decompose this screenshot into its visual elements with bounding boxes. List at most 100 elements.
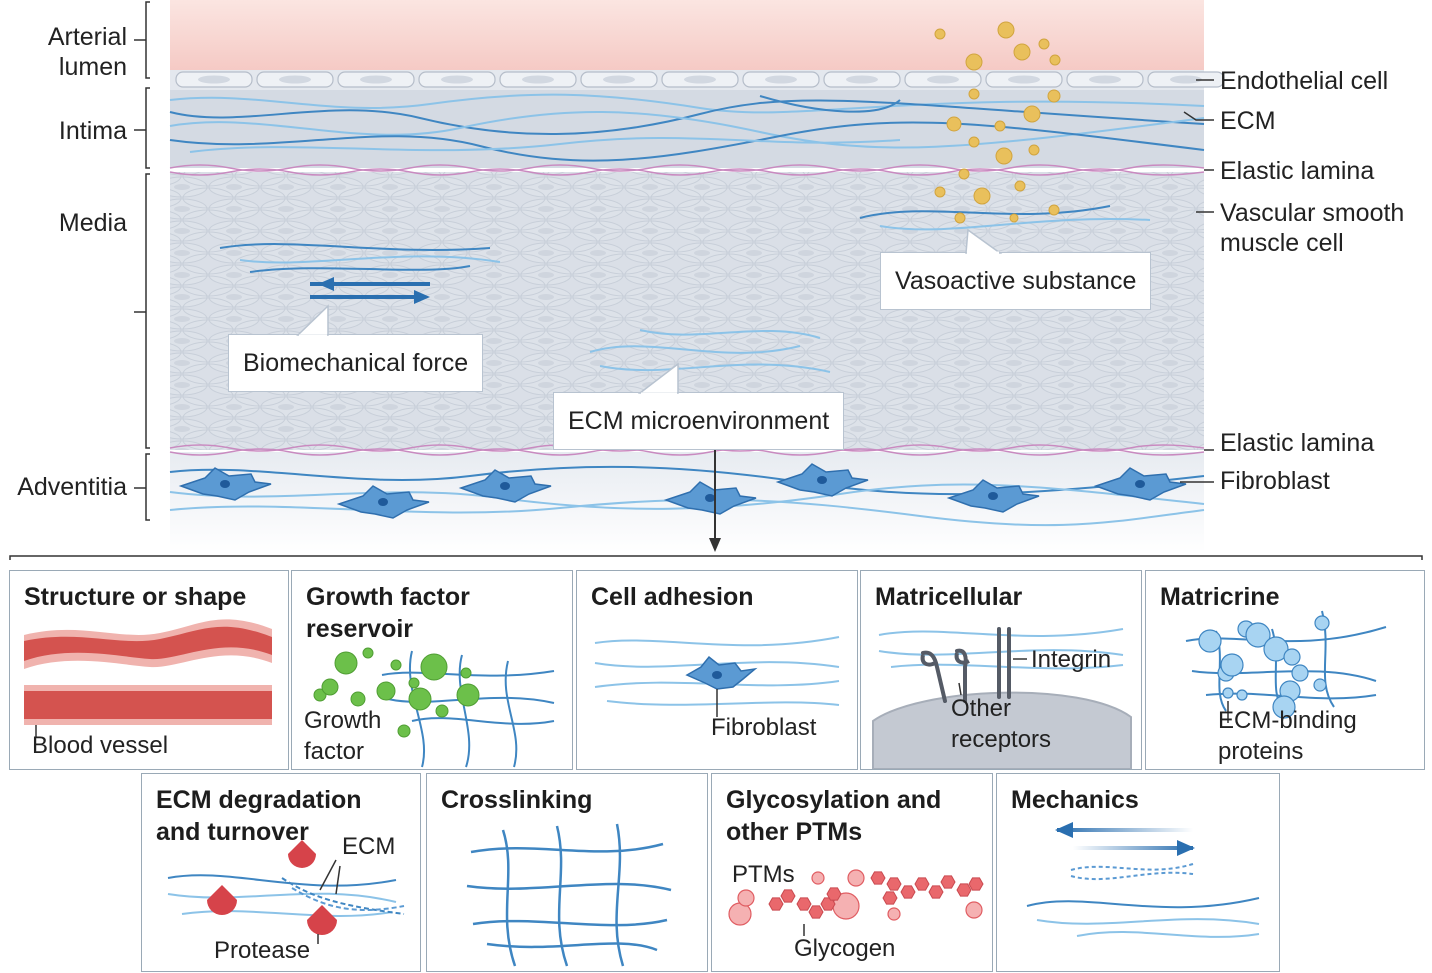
growth-factor-particle — [420, 653, 448, 681]
ptm-dot — [887, 907, 901, 921]
growth-factor-particle — [456, 683, 480, 707]
growth-factor-particle — [408, 687, 432, 711]
panel-crosslinking: Crosslinking — [426, 773, 708, 972]
growth-factor-particle — [408, 677, 420, 689]
label-adventitia: Adventitia — [17, 473, 127, 501]
callout-biomechanical-force: Biomechanical force — [228, 334, 484, 392]
callout-vasoactive-substance: Vasoactive substance — [880, 252, 1152, 310]
glycogen-unit — [900, 885, 916, 899]
vasoactive-particle — [946, 116, 962, 132]
label-ptms: PTMs — [732, 861, 795, 888]
layer-brackets — [134, 1, 150, 521]
glycogen-unit — [780, 889, 796, 903]
glycogen-unit — [914, 877, 930, 891]
growth-factor-particle — [334, 651, 358, 675]
panel-matricellular: Matricellular Integrin Other receptors — [860, 570, 1142, 770]
mechanics-illustration — [1026, 822, 1260, 938]
matricellular-illustration — [872, 627, 1132, 769]
structure-illustration — [24, 619, 272, 737]
growth-factor-particle — [362, 647, 374, 659]
vasoactive-particle — [965, 53, 983, 71]
ecm-down-arrow — [709, 444, 721, 552]
ecm-binding-protein — [1245, 622, 1271, 648]
vasoactive-particle — [1023, 105, 1041, 123]
vasoactive-particle — [973, 187, 991, 205]
vasoactive-particles — [934, 21, 1061, 224]
glycosylation-illustration — [728, 869, 984, 936]
label-elastic-lamina-bottom: Elastic lamina — [1220, 429, 1375, 457]
panel-glycosylation: Glycosylation and other PTMs PTMs Glycog… — [711, 773, 993, 972]
panel-matricrine: Matricrine ECM-binding proteins — [1145, 570, 1425, 770]
vasoactive-particle — [954, 212, 966, 224]
panel-title: Cell adhesion — [591, 583, 754, 611]
glycogen-unit — [768, 897, 784, 911]
label-elastic-lamina-top: Elastic lamina — [1220, 157, 1375, 185]
vasoactive-particle — [968, 88, 980, 100]
vasoactive-particle — [1013, 43, 1031, 61]
panel-title: Mechanics — [1011, 786, 1139, 814]
ecm-binding-protein — [1236, 689, 1248, 701]
intima-ecm-fibers — [169, 93, 1205, 162]
endothelial-cells — [175, 71, 1225, 88]
vessel-wall-illustration — [9, 0, 1423, 560]
growth-factor-particle — [390, 659, 402, 671]
ecm-binding-protein — [1222, 687, 1234, 699]
vasoactive-particle — [1009, 213, 1019, 223]
vasoactive-particle — [1048, 204, 1060, 216]
vasoactive-particle — [1049, 54, 1061, 66]
adventitia-fibroblasts — [178, 463, 1187, 519]
glycogen-unit — [928, 885, 944, 899]
label-ecm: ECM — [1220, 107, 1276, 135]
growth-factor-particle — [397, 724, 411, 738]
matricrine-illustration — [1185, 610, 1387, 723]
label-intima: Intima — [58, 117, 127, 145]
label-endothelial-cell: Endothelial cell — [1220, 67, 1389, 95]
callout-ecm-microenvironment: ECM microenvironment — [553, 392, 845, 450]
media-ecm-fibers — [219, 205, 1151, 373]
vasoactive-particle — [934, 186, 946, 198]
panel-title: Matricellular — [875, 583, 1023, 611]
panels-bracket — [9, 555, 1423, 560]
elastic-lamina-top — [169, 164, 1205, 176]
label-integrin: Integrin — [1031, 646, 1112, 673]
ecm-degradation-illustration — [167, 840, 405, 944]
growth-factor-particle — [321, 678, 339, 696]
vasoactive-particle — [995, 147, 1013, 165]
growth-factor-particle — [313, 688, 327, 702]
ecm-binding-protein — [1220, 653, 1244, 677]
panel-title: Crosslinking — [441, 786, 593, 814]
label-arterial-lumen: Arterial lumen — [47, 23, 127, 81]
growth-factor-illustration — [313, 647, 555, 768]
label-ecm-panel: ECM — [342, 833, 396, 860]
panel-title: Matricrine — [1160, 583, 1280, 611]
glycogen-unit — [826, 887, 842, 901]
growth-factor-particle — [376, 681, 396, 701]
label-glycogen: Glycogen — [794, 935, 896, 962]
label-protease: Protease — [214, 937, 311, 964]
ecm-binding-protein — [1291, 664, 1309, 682]
label-ecm-binding-proteins: ECM-binding proteins — [1218, 707, 1357, 765]
vasoactive-particle — [934, 28, 946, 40]
panel-title: Structure or shape — [24, 583, 247, 611]
vasoactive-particle — [1047, 89, 1061, 103]
ecm-binding-protein — [1283, 648, 1301, 666]
panel-growth-factor-reservoir: Growth factor reservoir Growth factor — [291, 570, 573, 770]
vasoactive-particle — [1028, 144, 1040, 156]
glycogen-unit — [968, 877, 984, 891]
panel-title: ECM degradation and turnover — [156, 786, 362, 846]
ecm-binding-protein — [1263, 636, 1289, 662]
vasoactive-particle — [958, 168, 970, 180]
cell-adhesion-illustration — [594, 636, 840, 717]
vasoactive-particle — [994, 120, 1006, 132]
glycogen-unit — [882, 891, 898, 905]
ecm-binding-protein — [1198, 629, 1222, 653]
ecm-binding-protein — [1313, 678, 1327, 692]
panel-structure-or-shape: Structure or shape Blood vessel — [9, 570, 289, 770]
label-blood-vessel: Blood vessel — [32, 732, 169, 759]
label-other-receptors: Other receptors — [951, 695, 1052, 753]
glycogen-unit — [886, 877, 902, 891]
ptm-dot — [811, 871, 825, 885]
label-fibroblast-panel: Fibroblast — [711, 714, 817, 741]
vasoactive-particle — [968, 136, 980, 148]
ecm-binding-protein — [1314, 615, 1330, 631]
